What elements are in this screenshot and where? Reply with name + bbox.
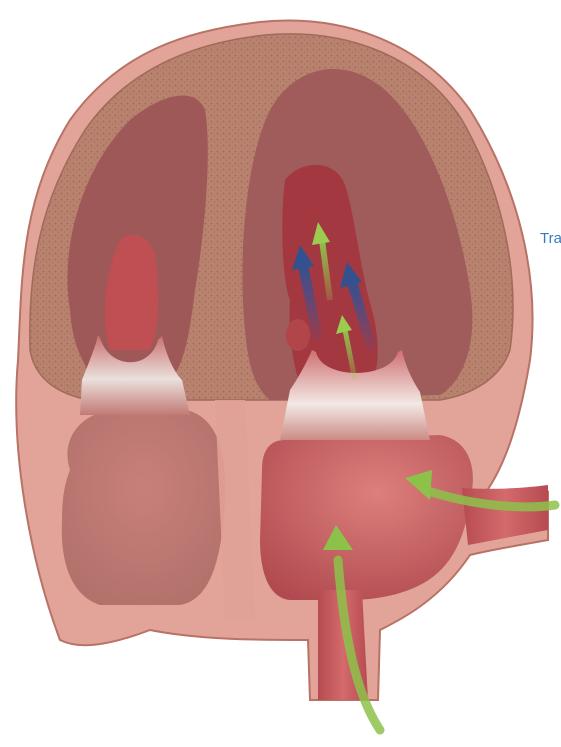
edge-label-text: Tra bbox=[540, 230, 561, 247]
right-atrium bbox=[62, 410, 226, 605]
lv-papillary bbox=[286, 319, 310, 351]
